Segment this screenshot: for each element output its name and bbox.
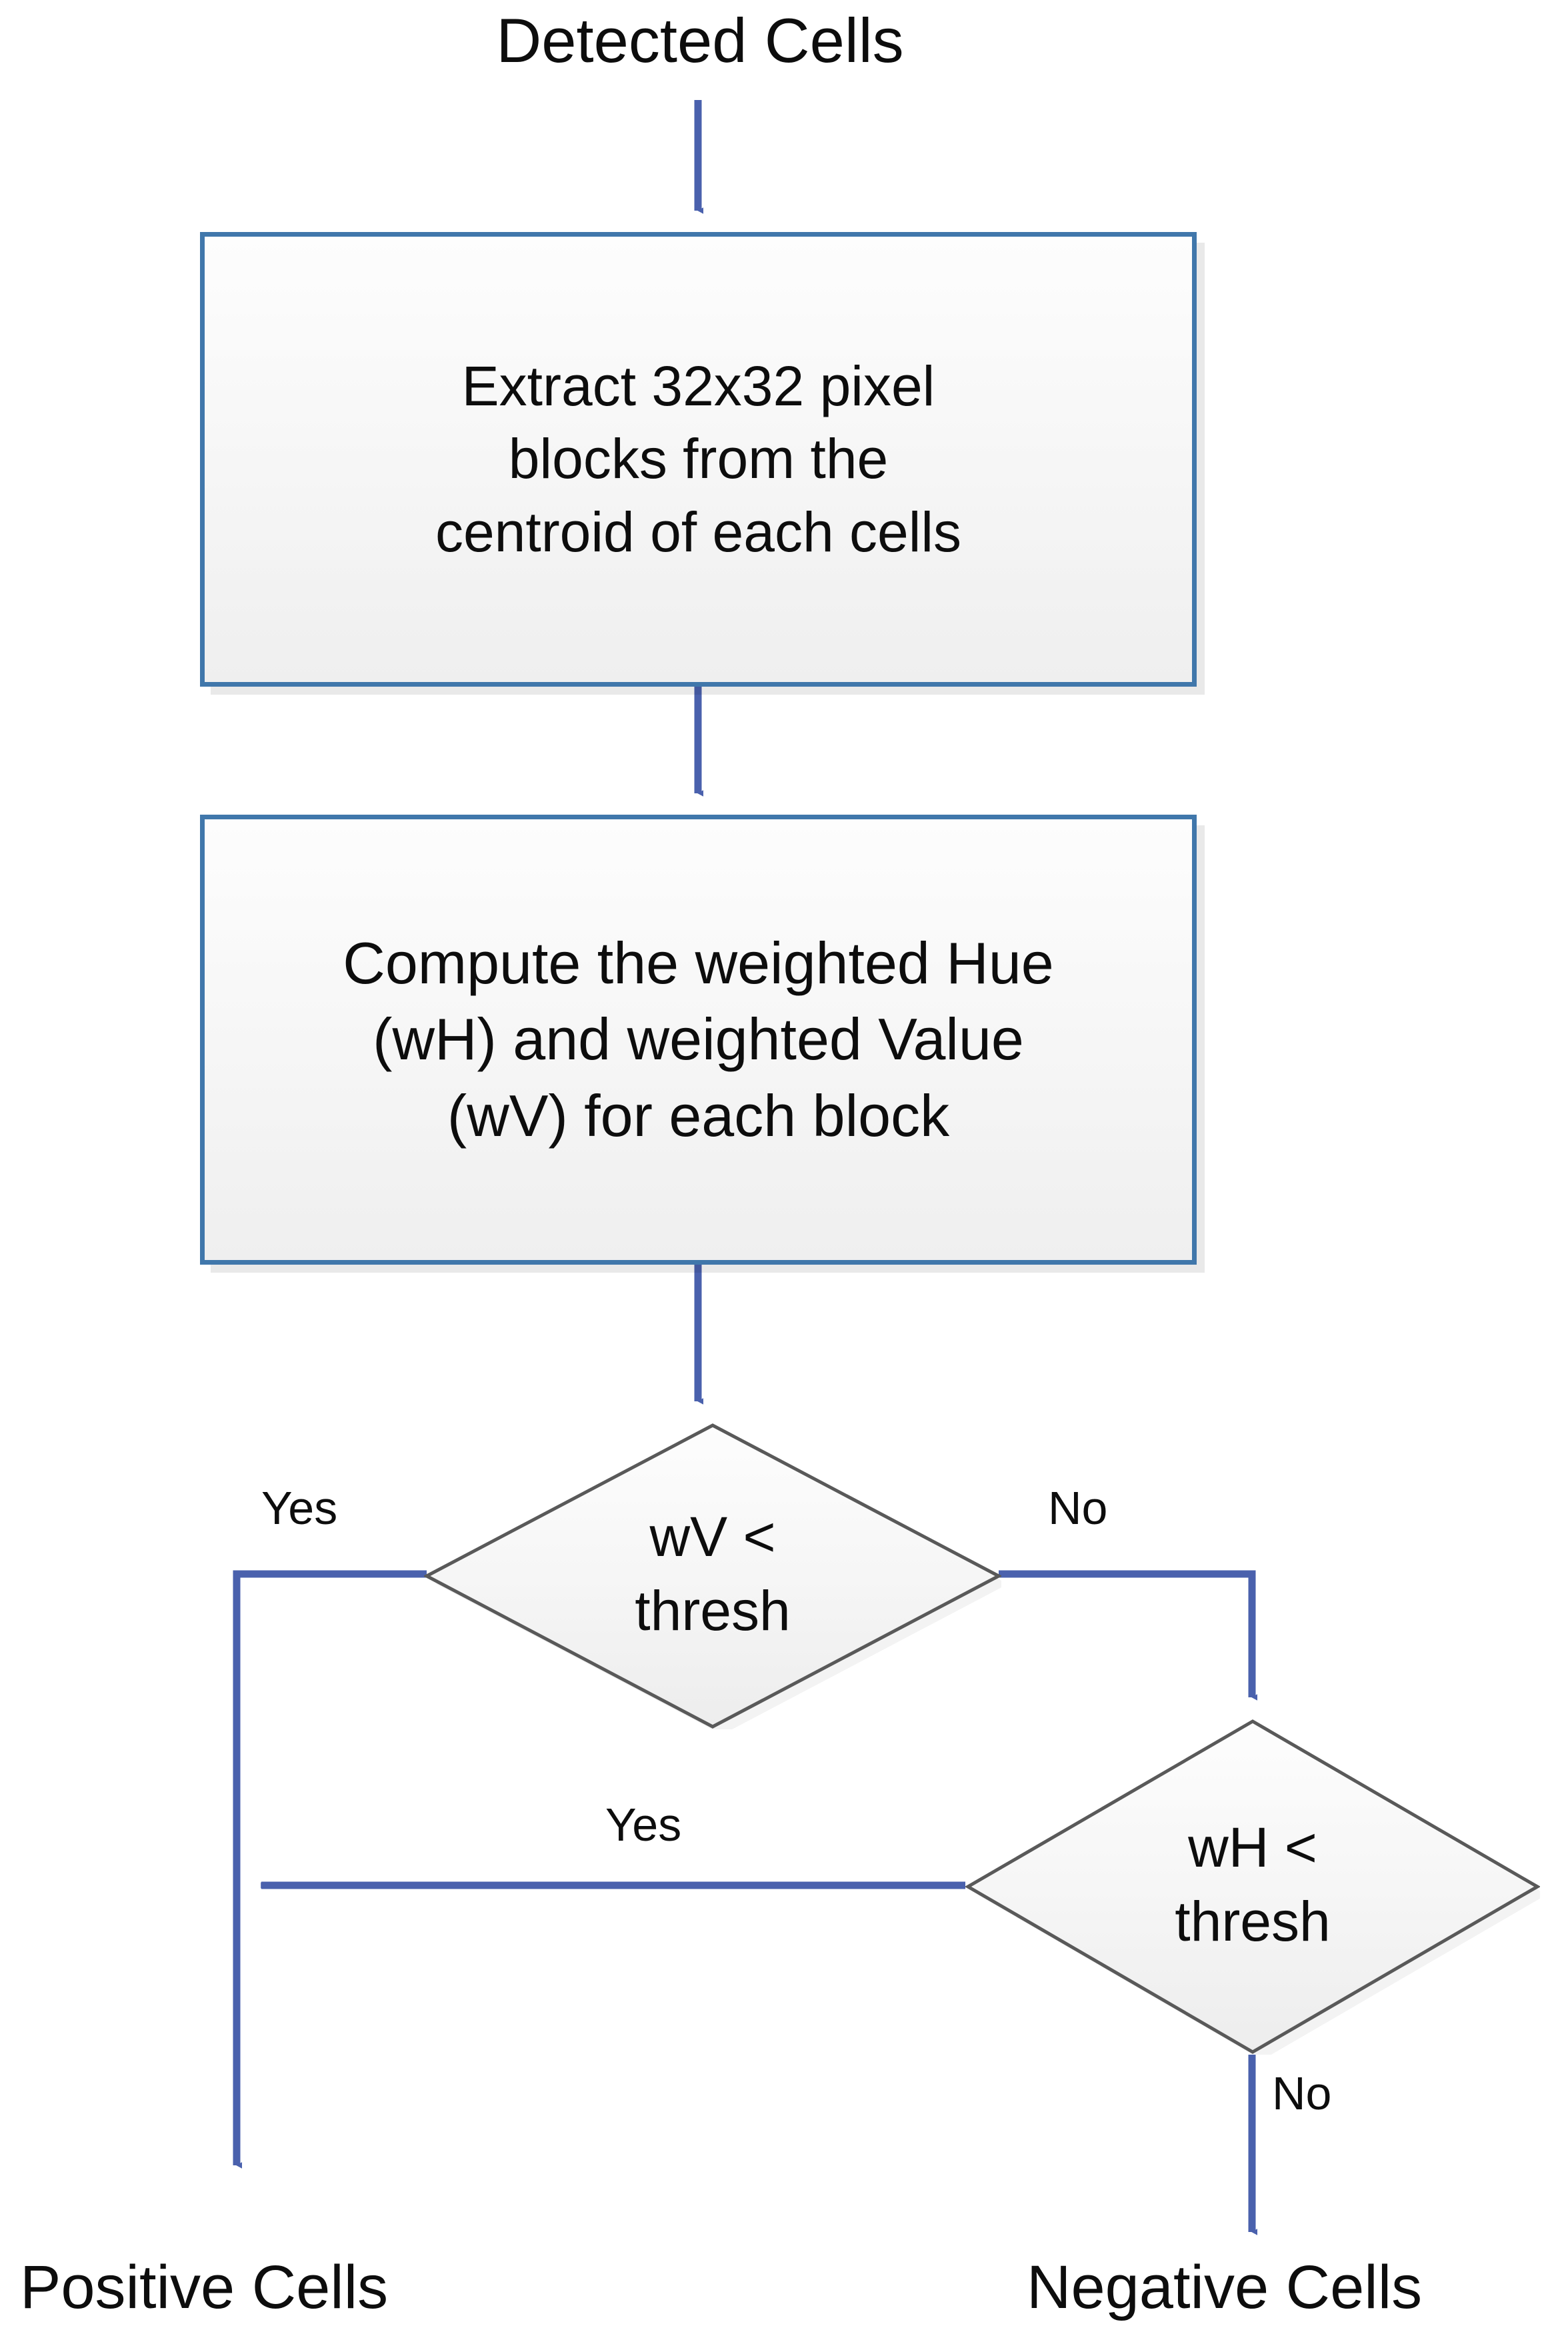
node-wh-threshold-diamond: wH < thresh [965,1715,1540,2055]
extract-line-2: blocks from the [508,427,889,491]
compute-line-3: (wV) for each block [447,1082,950,1149]
branch-label-wh-yes: Yes [605,1799,682,1851]
node-compute-weighted-box: Compute the weighted Hue (wH) and weight… [200,815,1197,1265]
node-negative-cells: Negative Cells [1027,2253,1423,2321]
node-wv-threshold-diamond: wV < thresh [424,1419,1001,1729]
node-positive-cells: Positive Cells [20,2253,389,2321]
compute-line-1: Compute the weighted Hue [343,929,1054,996]
branch-label-wv-yes: Yes [261,1482,338,1534]
wv-threshold-text: wV < thresh [635,1500,790,1648]
branch-label-wh-no: No [1272,2067,1332,2119]
extract-line-1: Extract 32x32 pixel [461,355,935,418]
edge-wv-yes-to-positive [233,1570,427,2169]
wv-line-1: wV < [649,1505,776,1569]
wh-line-1: wH < [1188,1816,1317,1879]
extract-blocks-text: Extract 32x32 pixel blocks from the cent… [419,350,977,569]
branch-label-wv-no: No [1048,1482,1108,1534]
diamond-shape-icon [424,1423,1001,1729]
wh-threshold-text: wH < thresh [1175,1811,1330,1959]
compute-line-2: (wH) and weighted Value [373,1006,1024,1073]
node-detected-cells: Detected Cells [496,5,904,75]
wv-line-2: thresh [635,1579,791,1642]
compute-weighted-text: Compute the weighted Hue (wH) and weight… [327,925,1069,1154]
wh-line-2: thresh [1175,1890,1331,1953]
diamond-shape-icon [965,1719,1540,2055]
edge-wv-no-to-wh [999,1570,1258,1701]
extract-line-3: centroid of each cells [435,500,962,563]
node-extract-blocks-box: Extract 32x32 pixel blocks from the cent… [200,232,1197,687]
